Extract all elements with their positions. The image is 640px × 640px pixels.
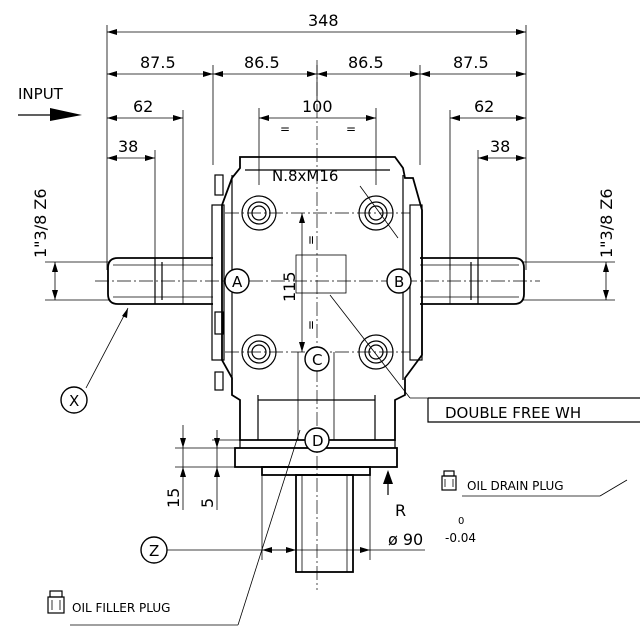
oil-filler-leader (70, 429, 301, 626)
oil-drain-plug-icon (441, 470, 457, 491)
bolt-spacing-vertical-dimension (299, 213, 305, 352)
dimension-348: 348 (308, 11, 339, 30)
oil-drain-plug-label: OIL DRAIN PLUG (467, 479, 564, 493)
oil-drain-leader (462, 479, 628, 497)
dimension-right-62: 62 (474, 97, 494, 116)
double-free-wheel-label: DOUBLE FREE WH (445, 404, 581, 422)
marker-c (304, 346, 330, 372)
right-spline-label: 1"3/8 Z6 (597, 188, 616, 258)
dimension-right-inner: 86.5 (348, 53, 384, 72)
tolerance-upper: 0 (458, 516, 464, 527)
left-spline-dimension (45, 261, 110, 301)
marker-a (224, 268, 250, 294)
top-dimension-group (106, 25, 527, 300)
oil-filler-plug-icon (47, 590, 65, 614)
bolts-label: N.8xM16 (272, 167, 338, 185)
marker-x (60, 307, 129, 414)
marker-d-label: D (312, 432, 324, 450)
marker-x-label: X (69, 392, 79, 410)
dimension-right-38: 38 (490, 137, 510, 156)
oil-filler-plug-label: OIL FILLER PLUG (72, 601, 170, 615)
radius-label: R (395, 501, 406, 520)
dimension-bolt-spacing-v: 115 (280, 271, 299, 302)
equal-mark-upper: = (304, 235, 318, 245)
dimension-left-inner: 86.5 (244, 53, 280, 72)
marker-d (304, 427, 330, 453)
equal-mark-lower: = (304, 320, 318, 330)
marker-b-label: B (394, 273, 404, 291)
double-free-wheel-callout (329, 294, 640, 423)
right-spline-dimension (522, 261, 615, 301)
marker-z (140, 536, 296, 564)
dimension-left-62: 62 (133, 97, 153, 116)
dimension-flange-5: 5 (198, 498, 217, 508)
dimension-left-38: 38 (118, 137, 138, 156)
dimension-left-outer: 87.5 (140, 53, 176, 72)
center-lines (95, 60, 540, 590)
flange-dimensions (175, 425, 240, 510)
dimension-right-outer: 87.5 (453, 53, 489, 72)
shaft-diameter-label: ø 90 (388, 530, 423, 549)
equal-mark-left: = (280, 122, 290, 136)
bolts-leader (359, 185, 399, 239)
input-arrow-icon (18, 108, 82, 121)
marker-c-label: C (312, 351, 322, 369)
input-label: INPUT (18, 85, 64, 103)
equal-mark-right: = (346, 122, 356, 136)
tolerance-lower: -0.04 (445, 531, 476, 545)
marker-z-label: Z (149, 542, 159, 560)
left-spline-label: 1"3/8 Z6 (31, 188, 50, 258)
marker-b (386, 268, 412, 294)
dimension-flange-15: 15 (164, 488, 183, 508)
radius-arrow-icon (383, 470, 393, 495)
marker-a-label: A (232, 273, 243, 291)
